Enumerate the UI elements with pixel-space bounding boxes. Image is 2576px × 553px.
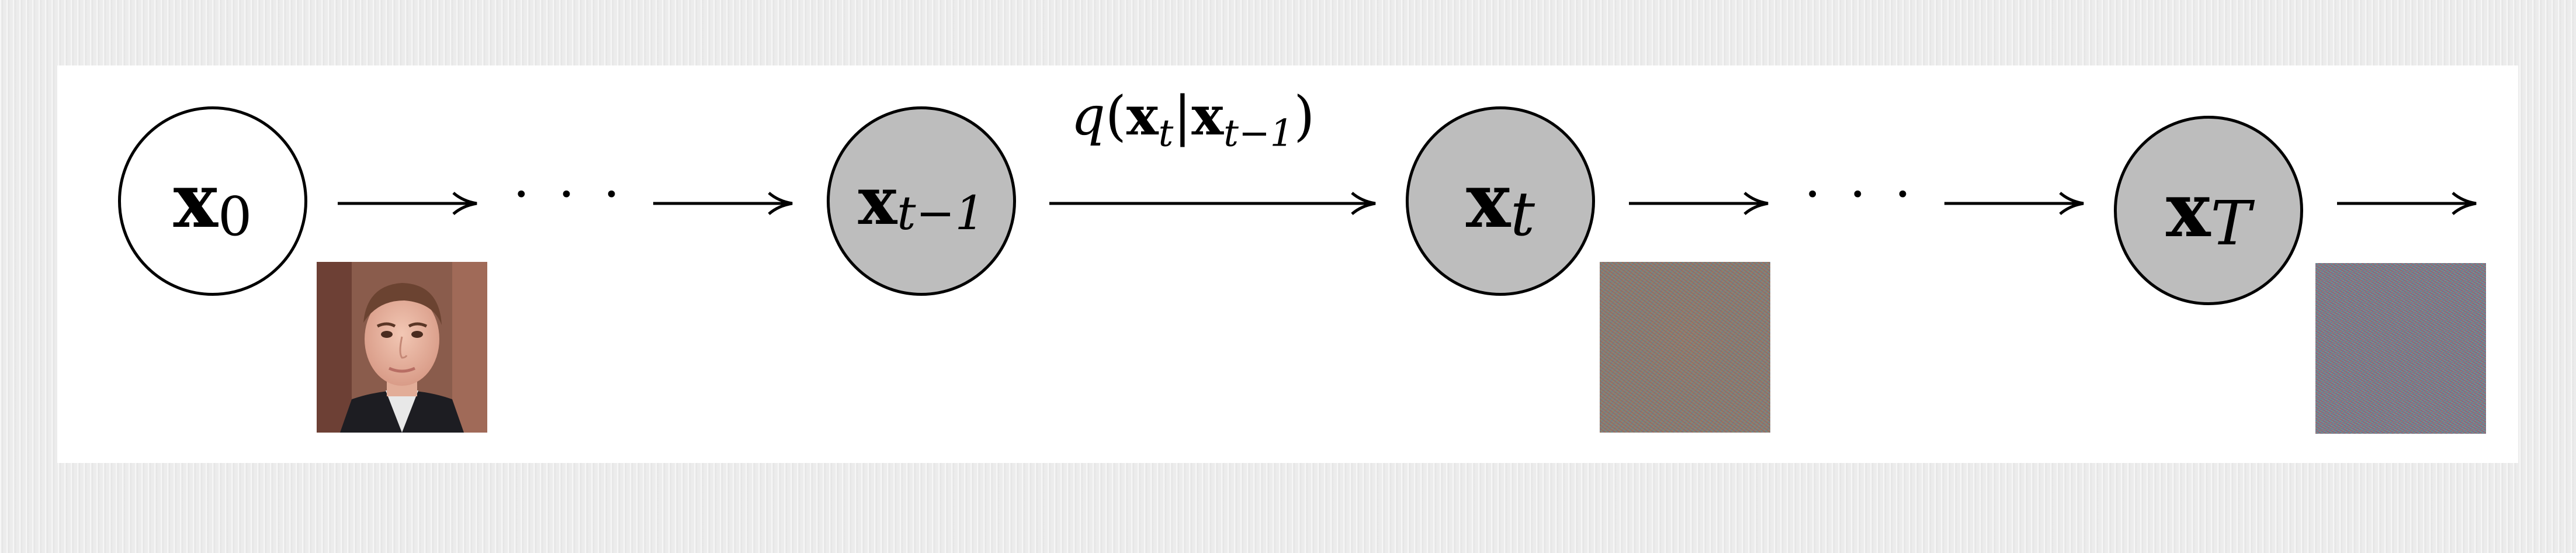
transition-label: q(xt|xt−1) [1071, 84, 1315, 155]
arrow-4 [1944, 192, 2085, 215]
node-xt-minus-1-sub: t−1 [897, 185, 985, 240]
ellipsis-1: · · · [513, 164, 626, 225]
transition-sub-t-1: t−1 [1223, 112, 1294, 155]
face-image-x0 [317, 262, 487, 433]
node-xt-var: x [1465, 157, 1511, 245]
transition-x1: x [1126, 84, 1159, 147]
noisy-image-xt [1600, 262, 1770, 433]
node-x0-sub: 0 [217, 185, 252, 248]
node-xT-sub: T [2210, 188, 2251, 259]
arrow-3 [1629, 192, 1769, 215]
noise-image-xT [2315, 263, 2486, 434]
transition-sub-t: t [1158, 112, 1174, 155]
node-xT-var: x [2166, 167, 2211, 254]
arrow-5 [2337, 192, 2477, 215]
transition-q: q [1071, 85, 1105, 147]
ellipsis-2: · · · [1804, 164, 1918, 225]
node-xt-minus-1-var: x [858, 163, 897, 240]
transition-x2: x [1191, 84, 1224, 147]
arrow-2 [653, 192, 793, 215]
arrow-1 [338, 192, 478, 215]
arrow-transition [1049, 192, 1377, 215]
node-xt-sub: t [1510, 178, 1535, 250]
node-x0-var: x [173, 157, 218, 245]
